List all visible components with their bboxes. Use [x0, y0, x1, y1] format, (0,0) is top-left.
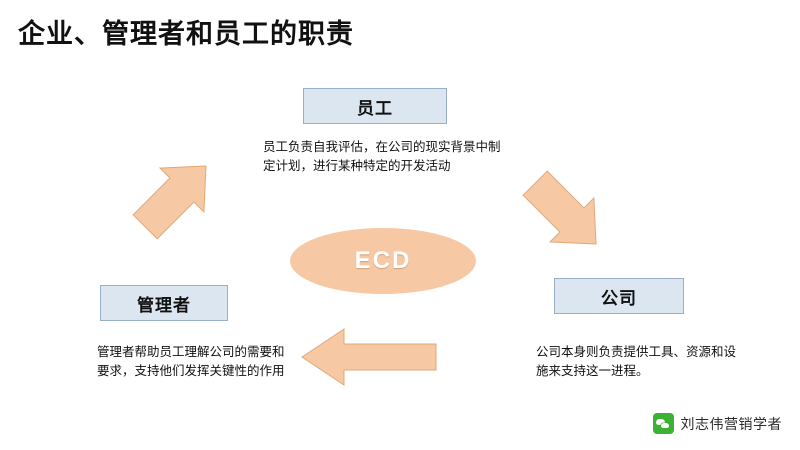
center-ellipse-label: ECD	[354, 247, 412, 274]
center-ellipse-ecd: ECD	[290, 228, 476, 294]
wechat-icon	[652, 413, 674, 434]
node-description-manager: 管理者帮助员工理解公司的需要和要求，支持他们发挥关键性的作用	[97, 345, 285, 378]
watermark-text: 刘志伟营销学者	[680, 415, 782, 432]
node-label-company: 公司	[601, 288, 637, 308]
node-box-employee[interactable]: 员工	[303, 88, 447, 124]
arrow-manager-to-employee-icon	[118, 150, 236, 240]
page-title: 企业、管理者和员工的职责	[18, 19, 354, 49]
node-label-employee: 员工	[357, 98, 393, 118]
node-box-manager[interactable]: 管理者	[100, 285, 228, 321]
watermark: 刘志伟营销学者	[652, 413, 783, 434]
node-box-company[interactable]: 公司	[554, 278, 684, 314]
node-description-employee: 员工负责自我评估，在公司的现实背景中制定计划，进行某种特定的开发活动	[263, 140, 501, 173]
node-label-manager: 管理者	[137, 295, 191, 315]
arrow-company-to-manager-icon	[300, 325, 438, 389]
node-description-company: 公司本身则负责提供工具、资源和设施来支持这一进程。	[536, 345, 737, 378]
arrow-employee-to-company-icon	[508, 170, 626, 260]
